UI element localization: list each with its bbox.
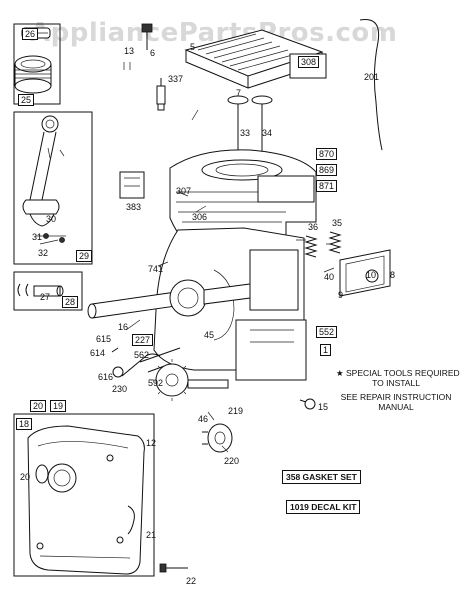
part-label-18: 18 xyxy=(16,418,33,430)
decal-kit-label: 1019 DECAL KIT xyxy=(286,500,361,514)
to-install-text: TO INSTALL xyxy=(372,378,420,388)
part-label-307: 307 xyxy=(176,186,192,196)
star-symbol: ★ xyxy=(336,368,344,378)
part-label-22: 22 xyxy=(186,576,197,586)
part-label-306: 306 xyxy=(192,212,208,222)
bolt xyxy=(299,398,316,410)
part-label-614: 614 xyxy=(90,348,106,358)
part-label-28: 28 xyxy=(62,296,79,308)
piston-pin-box xyxy=(13,271,83,311)
part-label-46: 46 xyxy=(198,414,209,424)
part-label-870: 870 xyxy=(316,148,338,160)
part-label-741: 741 xyxy=(148,264,164,274)
part-label-616: 616 xyxy=(98,372,114,382)
part-label-615: 615 xyxy=(96,334,112,344)
part-label-9: 9 xyxy=(338,290,344,300)
part-label-16: 16 xyxy=(118,322,129,332)
part-label-19: 19 xyxy=(50,400,67,412)
part-label-308: 308 xyxy=(298,56,320,68)
part-label-33: 33 xyxy=(240,128,251,138)
part-label-45: 45 xyxy=(204,330,215,340)
part-label-26: 26 xyxy=(22,28,39,40)
connecting-rod-box xyxy=(13,111,93,265)
cam-gear xyxy=(151,359,229,401)
spark-plug xyxy=(156,78,166,111)
part-label-31: 31 xyxy=(32,232,43,242)
part-label-27: 27 xyxy=(40,292,51,302)
valve-springs xyxy=(304,231,342,258)
part-label-21: 21 xyxy=(146,530,157,540)
special-tools-note: ★ SPECIAL TOOLS REQUIRED xyxy=(336,368,460,378)
part-label-219: 219 xyxy=(228,406,244,416)
part-label-552: 552 xyxy=(316,326,338,338)
crankshaft xyxy=(87,279,251,319)
part-label-5: 5 xyxy=(190,42,196,52)
governor-gear xyxy=(202,423,233,453)
part-label-8: 8 xyxy=(390,270,396,280)
cover-bolt xyxy=(159,563,188,573)
part-label-562: 562 xyxy=(134,350,150,360)
breather-wire xyxy=(359,18,383,151)
part-label-20: 20 xyxy=(20,472,31,482)
part-label-383: 383 xyxy=(126,202,142,212)
manual-text: MANUAL xyxy=(378,402,414,412)
part-label-337: 337 xyxy=(168,74,184,84)
part-label-40: 40 xyxy=(324,272,335,282)
part-label-10: 10 xyxy=(366,270,377,280)
part-label-34: 34 xyxy=(262,128,273,138)
part-label-12: 12 xyxy=(146,438,157,448)
part-label-592: 592 xyxy=(148,378,164,388)
valves xyxy=(227,95,273,172)
governor-linkage xyxy=(111,347,181,378)
part-label-7: 7 xyxy=(236,88,242,98)
part-label-20-boxed: 20 xyxy=(30,400,47,412)
part-label-36: 36 xyxy=(308,222,319,232)
part-label-29: 29 xyxy=(76,250,93,262)
breather-cover xyxy=(339,249,391,297)
part-label-15: 15 xyxy=(318,402,329,412)
part-label-227: 227 xyxy=(132,334,154,346)
breather-part xyxy=(119,171,145,199)
part-label-30: 30 xyxy=(46,214,57,224)
part-label-13: 13 xyxy=(124,46,135,56)
part-label-35: 35 xyxy=(332,218,343,228)
part-label-25: 25 xyxy=(18,94,35,106)
part-label-871: 871 xyxy=(316,180,338,192)
screws xyxy=(123,23,153,70)
special-tools-text: SPECIAL TOOLS REQUIRED xyxy=(346,368,460,378)
gasket-set-label: 358 GASKET SET xyxy=(282,470,361,484)
crankcase-cover-box xyxy=(13,413,155,577)
part-label-230: 230 xyxy=(112,384,128,394)
see-repair-text: SEE REPAIR INSTRUCTION xyxy=(340,392,452,402)
part-label-201: 201 xyxy=(364,72,380,82)
part-label-6: 6 xyxy=(150,48,156,58)
leader-lines xyxy=(125,109,335,453)
part-label-220: 220 xyxy=(224,456,240,466)
part-label-1: 1 xyxy=(320,344,332,356)
part-label-32: 32 xyxy=(38,248,49,258)
cylinder-head xyxy=(184,29,327,89)
engine-block xyxy=(153,149,317,381)
part-label-869: 869 xyxy=(316,164,338,176)
